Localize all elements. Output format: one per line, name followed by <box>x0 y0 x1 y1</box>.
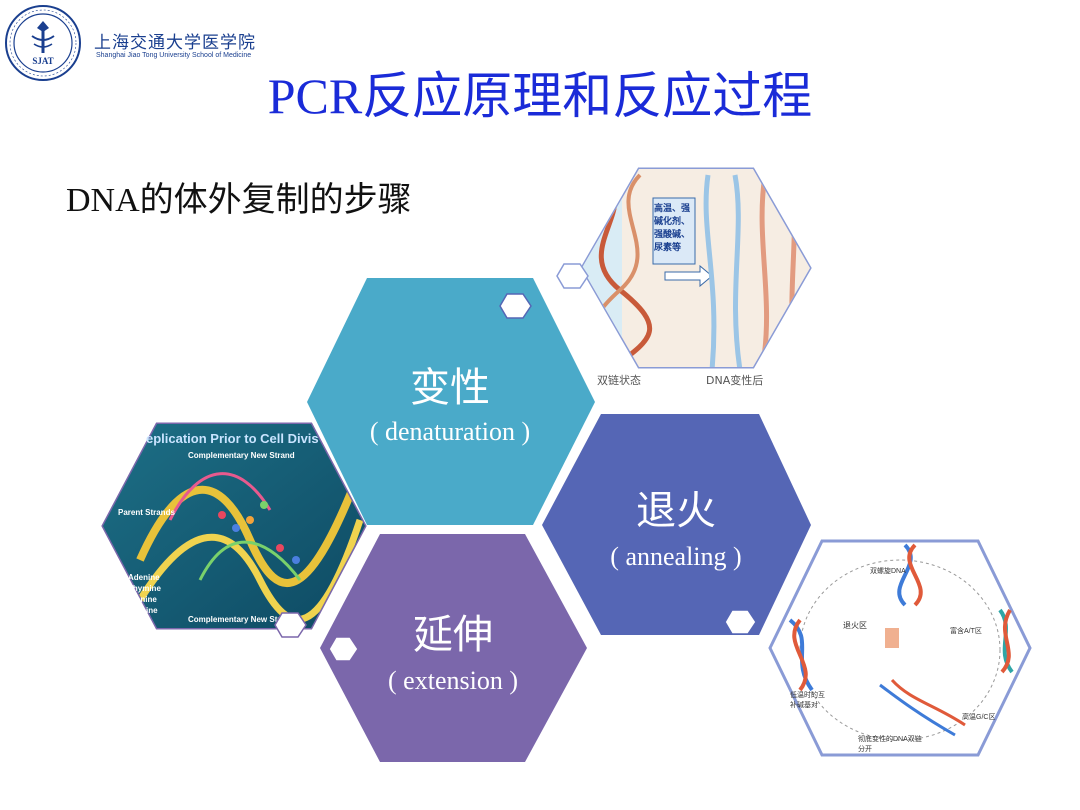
poster-label-top: Complementary New Strand <box>188 451 295 460</box>
university-name-en: Shanghai Jiao Tong University School of … <box>96 52 252 59</box>
caption-denatured: DNA变性后 <box>706 373 763 387</box>
step-annealing-label: 退火 ( annealing ) <box>578 478 774 572</box>
base-guanine: uanine <box>131 595 157 604</box>
small-hexagon-icon <box>499 293 532 319</box>
small-hexagon-icon <box>556 263 589 289</box>
label-at-rich: 富含A/T区 <box>950 628 982 635</box>
slide-subtitle-latin: DNA <box>66 182 140 219</box>
annealing-hexagon <box>542 414 811 635</box>
small-hexagon-icon <box>328 636 359 662</box>
poster-label-parent: Parent Strands <box>118 508 175 517</box>
step-extension-en: ( extension ) <box>388 666 518 695</box>
step-extension-label: 延伸 ( extension ) <box>355 602 551 696</box>
denaturation-conditions-box: 高温、强碱化剂、强酸碱、尿素等 <box>654 203 691 252</box>
step-denaturation-label: 变性 ( denaturation ) <box>352 355 548 447</box>
slide-title-latin: PCR <box>267 68 363 124</box>
denaturation-diagram-image: 高温、强碱化剂、强酸碱、尿素等 双链状态 DNA变性后 <box>580 167 812 387</box>
label-double-helix: 双螺旋DNA <box>870 568 906 575</box>
label-low-temp: 低温时的互补碱基对 <box>790 692 825 709</box>
poster-label-bottom: Complementary New Stra <box>188 615 285 624</box>
base-cytosine: tosine <box>134 606 158 615</box>
dna-replication-poster-image: eplication Prior to Cell Divis Complemen… <box>101 422 367 630</box>
small-hexagon-icon <box>274 612 307 638</box>
university-seal-logo: SJAT <box>5 5 81 81</box>
base-adenine: Adenine <box>128 573 160 582</box>
step-annealing-en: ( annealing ) <box>610 542 742 571</box>
step-denaturation-en: ( denaturation ) <box>369 417 531 446</box>
dna-melting-diagram-image: 双螺旋DNA 退火区 富含A/T区 低温时的互补碱基对 高温G/C区 彻底变性的… <box>768 539 1032 757</box>
base-thymine: Thymine <box>128 584 161 593</box>
label-high-temp: 高温G/C区 <box>962 714 996 721</box>
slide-subtitle: DNA的体外复制的步骤 <box>66 172 412 221</box>
denaturation-hexagon <box>307 278 595 525</box>
slide-subtitle-cn: 的体外复制的步骤 <box>139 180 412 220</box>
extension-hexagon <box>320 534 587 762</box>
svg-text:SJAT: SJAT <box>32 56 53 66</box>
step-denaturation-cn: 变性 <box>410 365 490 411</box>
small-hexagon-icon <box>724 609 757 635</box>
caption-double-strand: 双链状态 <box>597 373 641 387</box>
step-extension-cn: 延伸 <box>413 612 493 658</box>
university-name-cn: 上海交通大学医学院 <box>94 33 256 53</box>
step-annealing-cn: 退火 <box>636 488 716 534</box>
slide-title: PCR反应原理和反应过程 <box>0 56 1080 128</box>
poster-title: eplication Prior to Cell Divis <box>146 431 319 446</box>
label-fully-denatured: 彻底变性的DNA双链分开 <box>858 736 922 753</box>
slide-title-cn: 反应原理和反应过程 <box>362 67 813 125</box>
label-anneal-region: 退火区 <box>843 621 867 630</box>
